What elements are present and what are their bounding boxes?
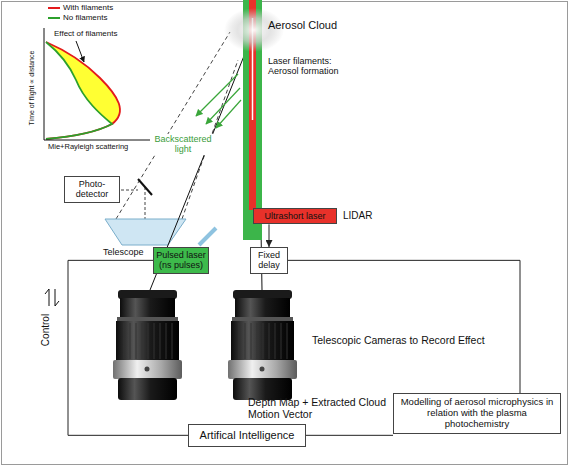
annotation-label: Effect of filaments <box>54 29 117 38</box>
legend-item: No filaments <box>48 13 107 23</box>
legend-swatch <box>48 7 60 9</box>
legend-item: With filaments <box>48 3 113 13</box>
camera-symbol <box>228 290 297 400</box>
connector-line <box>68 260 188 435</box>
telescope-symbol <box>105 219 186 245</box>
annotation-label: Mie+Rayleigh scattering <box>48 143 128 152</box>
box-text: Pulsed laser (ns pulses) <box>156 250 206 271</box>
no-filament-curve <box>46 42 112 139</box>
annotation-label: Control <box>40 314 52 346</box>
control-arrow <box>55 289 59 306</box>
optical-path <box>145 187 146 219</box>
legend-swatch <box>48 17 60 19</box>
control-arrow <box>45 289 49 306</box>
annotation-label: Telescopic Cameras to Record Effect <box>312 334 485 346</box>
annotation-label: Depth Map + Extracted Cloud Motion Vecto… <box>248 396 390 420</box>
camera-symbol <box>113 290 182 400</box>
legend-text: With filaments <box>63 3 113 12</box>
box-text: Modelling of aerosol microphysics in rel… <box>398 397 556 430</box>
effect-area <box>46 42 120 124</box>
connector-line <box>306 435 393 436</box>
annotation-label: Laser filaments: Aerosol formation <box>268 56 354 77</box>
connector-line <box>288 260 520 393</box>
process-box: Ultrashort laser <box>253 208 337 224</box>
box-text: Artifical Intelligence <box>193 429 301 442</box>
backscatter-arrow <box>216 100 241 128</box>
process-box: Fixed delay <box>250 247 288 274</box>
sight-line <box>116 32 230 219</box>
annotation-label: Backscattered light <box>150 134 216 155</box>
process-box: Artifical Intelligence <box>188 424 306 447</box>
view-line <box>150 46 248 290</box>
process-box: Photo-detector <box>64 176 120 203</box>
legend-text: No filaments <box>63 13 107 22</box>
plot-axes <box>44 28 150 140</box>
annotation-label: Telescope <box>103 247 144 257</box>
process-box: Modelling of aerosol microphysics in rel… <box>393 393 561 434</box>
annotation-label: Time of flight ∝ distance <box>28 51 36 126</box>
box-text: Ultrashort laser <box>257 211 333 221</box>
annotation-label: Aerosol Cloud <box>268 19 337 32</box>
box-text: Photo-detector <box>68 179 116 200</box>
optical-path <box>121 190 138 191</box>
box-text: Fixed delay <box>253 250 285 271</box>
connector-line <box>269 224 270 247</box>
effect-pointer <box>76 41 84 62</box>
process-box: Pulsed laser (ns pulses) <box>153 247 209 274</box>
beam-mirror <box>199 228 216 245</box>
annotation-label: LIDAR <box>343 210 372 222</box>
fold-mirror <box>138 179 152 195</box>
filament-curve <box>46 42 120 139</box>
